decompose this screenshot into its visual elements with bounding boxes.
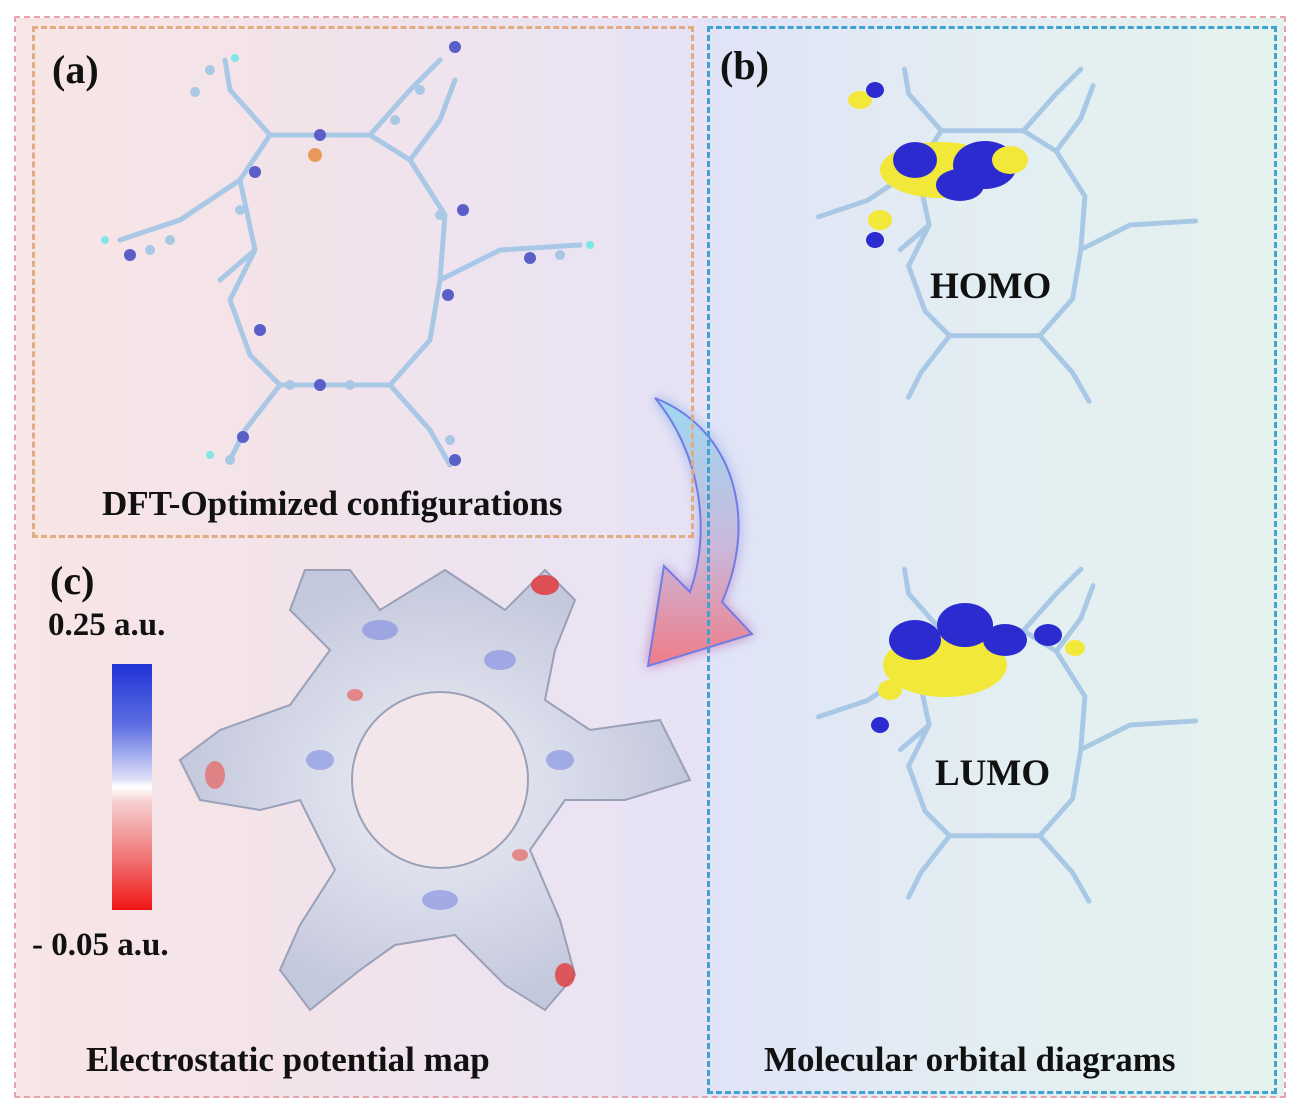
panel-a-frame [32, 26, 694, 538]
panel-b-label: (b) [720, 43, 769, 88]
lumo-label: LUMO [935, 753, 1051, 794]
scale-max-label: 0.25 a.u. [48, 607, 166, 643]
panel-a-caption: DFT-Optimized configurations [102, 484, 563, 523]
homo-label: HOMO [930, 266, 1052, 307]
lumo-orbital-lobes [871, 603, 1085, 733]
panel-b-frame [707, 26, 1277, 1094]
esp-surface [178, 568, 692, 1012]
right-background [708, 18, 1284, 1098]
homo-orbital-lobes [848, 82, 1028, 248]
molecule-a [101, 41, 594, 466]
atoms-a [101, 41, 594, 466]
panel-c-label: (c) [50, 558, 95, 603]
esp-colorbar [112, 664, 152, 910]
outer-border [14, 16, 1286, 1098]
panel-c-caption: Electrostatic potential map [86, 1040, 490, 1079]
panel-b-caption: Molecular orbital diagrams [764, 1040, 1176, 1079]
panel-a-label: (a) [52, 47, 99, 92]
scale-min-label: - 0.05 a.u. [32, 927, 169, 963]
